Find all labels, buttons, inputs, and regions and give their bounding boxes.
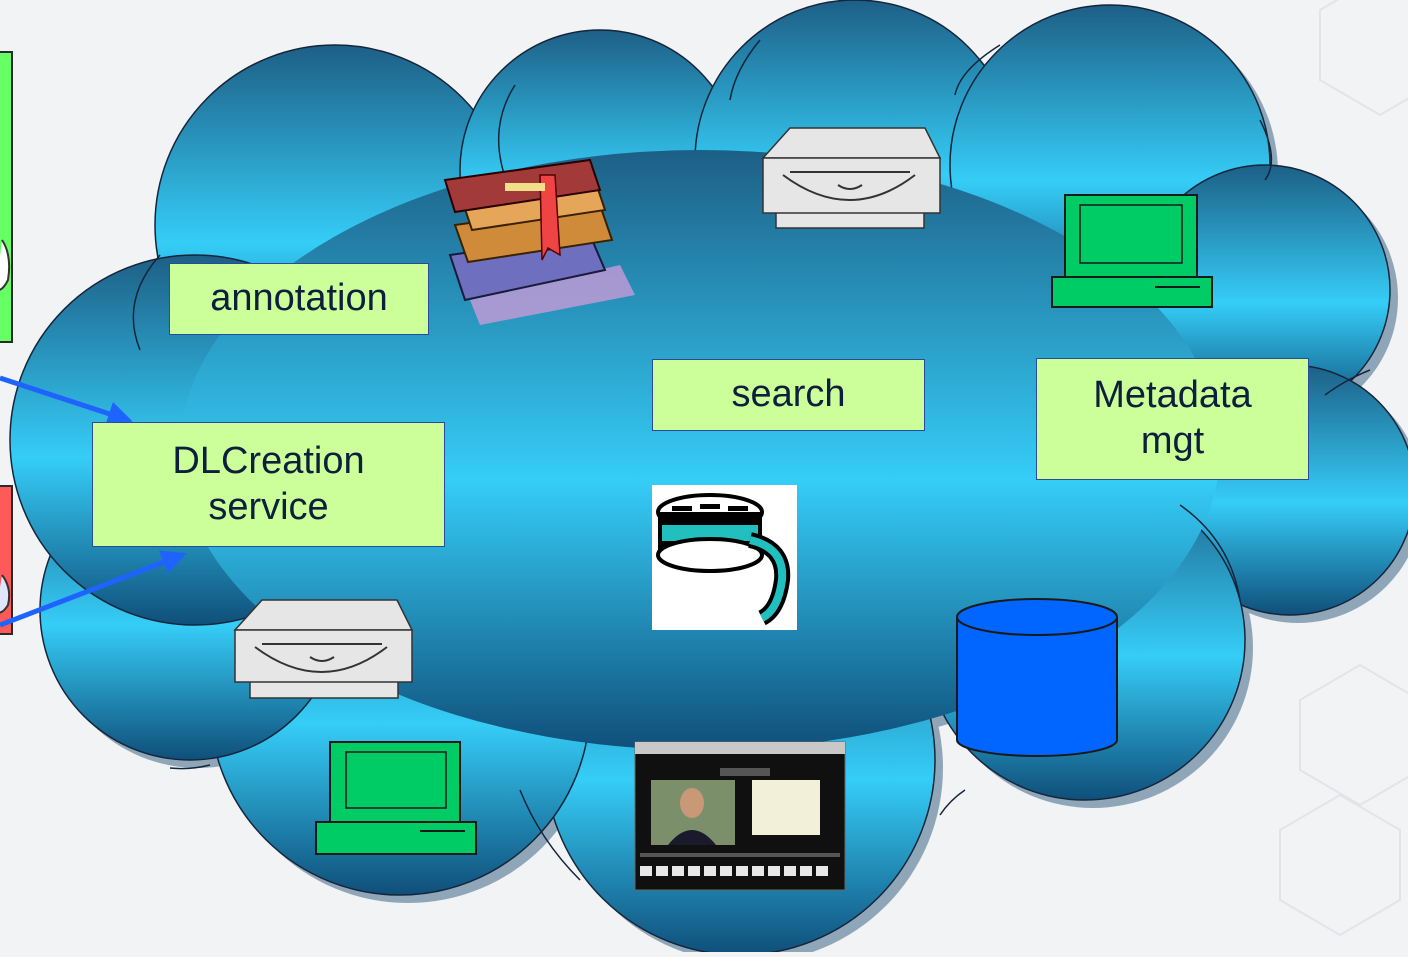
metadata-label-line2: mgt bbox=[1140, 420, 1205, 462]
computer-icon bbox=[1051, 194, 1213, 308]
search-label: search bbox=[731, 373, 846, 416]
cloud-creases bbox=[132, 39, 1371, 881]
disk-drive-icon bbox=[233, 599, 414, 699]
cloud-core bbox=[180, 150, 1220, 750]
annotation-box: annotation bbox=[169, 263, 429, 335]
database-icon bbox=[956, 598, 1118, 757]
dlcreation-label-line1: DLCreation bbox=[172, 439, 365, 482]
left-panel-green bbox=[0, 51, 13, 343]
arrow-to-dlcreation-bottom bbox=[0, 550, 187, 628]
books-icon bbox=[443, 158, 635, 325]
left-panel-figure bbox=[0, 239, 11, 291]
video-screenshot-icon bbox=[634, 741, 846, 891]
search-box: search bbox=[652, 359, 925, 431]
left-panel-figure-2 bbox=[0, 574, 11, 614]
metadata-label-line1: Metadata bbox=[1093, 374, 1252, 417]
disk-drive-icon bbox=[761, 127, 942, 229]
background-hexagons bbox=[1279, 0, 1408, 937]
annotation-label: annotation bbox=[210, 277, 388, 320]
computer-icon bbox=[315, 741, 477, 855]
dlcreation-service-box: DLCreation service bbox=[92, 422, 445, 547]
metadata-mgt-box: Metadata mgt bbox=[1036, 358, 1309, 480]
film-reel-icon bbox=[652, 485, 797, 630]
dlcreation-label-line2: service bbox=[208, 485, 329, 528]
arrow-to-dlcreation-top bbox=[0, 375, 133, 426]
